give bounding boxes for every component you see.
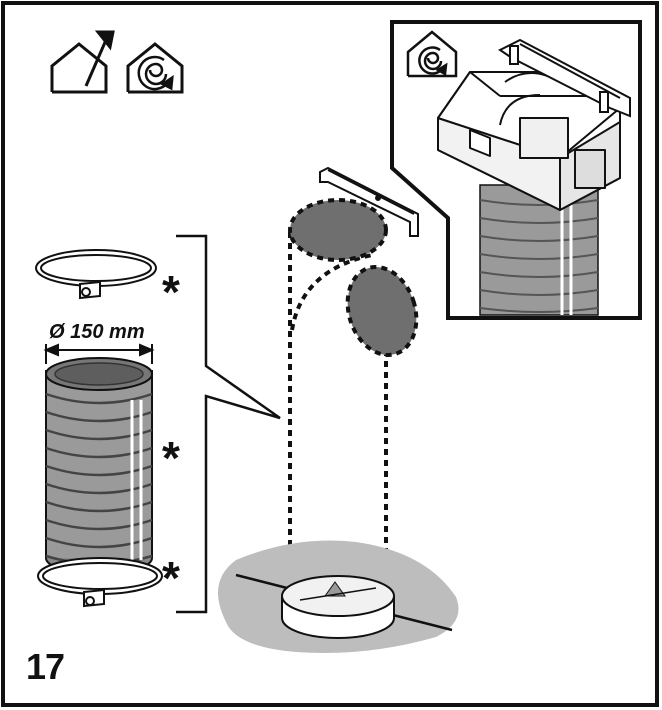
flexible-hose bbox=[45, 357, 153, 575]
duct-outline-dashed bbox=[288, 232, 388, 588]
parts-callout-bracket bbox=[176, 234, 281, 614]
optional-marker-lower-clamp: * bbox=[162, 552, 180, 604]
inset-flexible-hose bbox=[479, 184, 599, 316]
house-with-recirculation-spiral-icon bbox=[126, 42, 184, 94]
inset-recirculation-icon bbox=[406, 30, 458, 78]
optional-marker-hose: * bbox=[162, 432, 180, 484]
upper-hose-clamp bbox=[35, 249, 157, 300]
duct-top-opening bbox=[288, 198, 388, 262]
house-with-outward-arrow-icon bbox=[50, 30, 115, 94]
optional-marker-upper-clamp: * bbox=[162, 266, 180, 318]
inset-mounting-bracket bbox=[498, 38, 631, 118]
recirculation-detail-inset bbox=[390, 20, 642, 320]
ceiling-outlet bbox=[218, 540, 459, 653]
diameter-dimension bbox=[43, 343, 155, 364]
step-number: 17 bbox=[26, 646, 65, 687]
lower-hose-clamp bbox=[37, 557, 163, 608]
wall-mounting-bracket bbox=[319, 166, 419, 237]
duct-side-opening bbox=[345, 265, 419, 357]
diameter-label: Ø 150 mm bbox=[49, 321, 145, 343]
inset-recirculation-box bbox=[437, 71, 621, 211]
